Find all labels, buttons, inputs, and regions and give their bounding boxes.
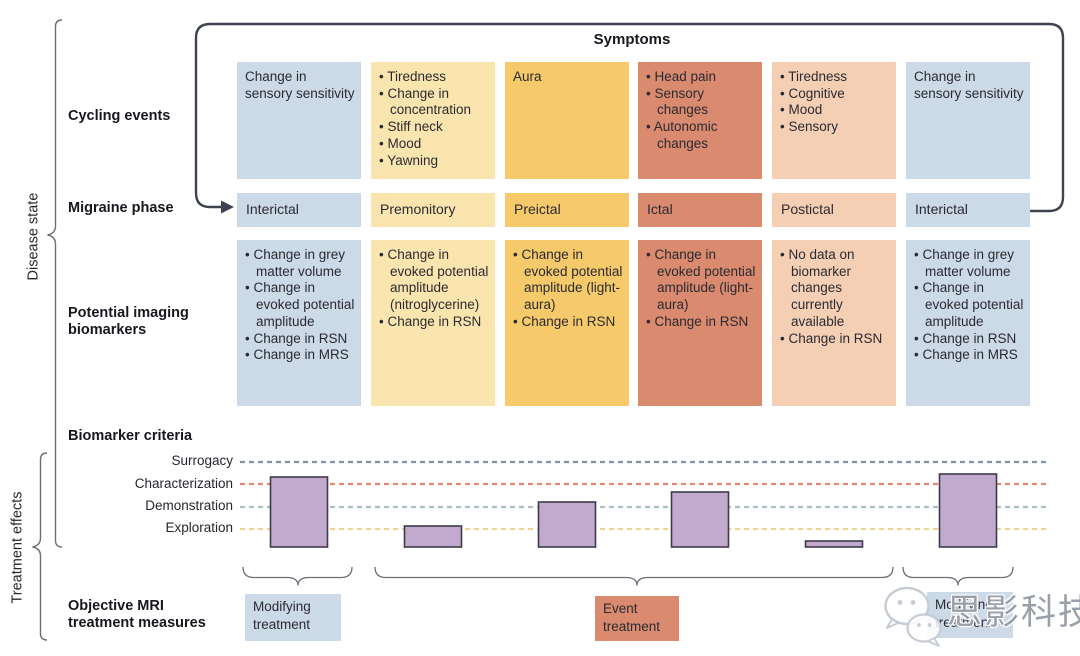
cycling-event-item: Mood [379, 136, 489, 153]
biomarker-item: Change in RSN [646, 314, 758, 331]
phase-box-premonitory: Premonitory [371, 193, 495, 227]
watermark: 思影科技 [876, 578, 1080, 656]
migraine-phase-label: Migraine phase [68, 200, 174, 216]
cycling-event-item: Yawning [379, 153, 489, 170]
potential-imaging-biomarkers-label: Potential imaging biomarkers [68, 305, 189, 339]
biomarker-criteria-chart [240, 460, 1046, 548]
cycling-event-item: Autonomic changes [646, 119, 756, 152]
treatment-effects-label: Treatment effects [9, 491, 26, 604]
cycling-events-box-interictal-left: Change in sensory sensitivity [237, 62, 361, 179]
symptoms-header: Symptoms [593, 31, 671, 48]
cycling-event-item: Sensory changes [646, 86, 756, 119]
biomarker-item: Change in MRS [914, 347, 1026, 364]
event-treatment-box: Event treatment [595, 596, 679, 641]
phase-box-interictal-left: Interictal [237, 193, 361, 227]
biomarker-item: Change in grey matter volume [245, 247, 357, 280]
biomarkers-box-preictal: Change in evoked potential amplitude (li… [505, 240, 629, 406]
biomarker-item: Change in evoked potential amplitude (li… [513, 247, 625, 314]
bar-preictal-2 [537, 501, 597, 548]
cycling-events-box-premonitory: TirednessChange in concentrationStiff ne… [371, 62, 495, 179]
biomarker-item: Change in grey matter volume [914, 247, 1026, 280]
biomarker-criteria-label: Biomarker criteria [68, 428, 193, 444]
bar-interictal-0 [269, 476, 329, 548]
biomarker-item: Change in RSN [245, 331, 357, 348]
biomarker-item: Change in RSN [780, 331, 892, 348]
cycling-event-item: Change in sensory sensitivity [914, 69, 1024, 101]
criteria-label-surrogacy: Surrogacy [171, 453, 233, 468]
cycling-event-item: Stiff neck [379, 119, 489, 136]
cycling-events-box-preictal: Aura [505, 62, 629, 179]
cycling-event-item: Cognitive [780, 86, 890, 103]
cycling-events-box-interictal-right: Change in sensory sensitivity [906, 62, 1030, 179]
objective-mri-treatment-measures-label: Objective MRI treatment measures [68, 598, 206, 632]
biomarkers-box-interictal-left: Change in grey matter volumeChange in ev… [237, 240, 361, 406]
cycling-event-item: Head pain [646, 69, 756, 86]
modifying-treatment-box-left: Modifying treatment [245, 594, 341, 641]
biomarkers-box-interictal-right: Change in grey matter volumeChange in ev… [906, 240, 1030, 406]
phase-box-postictal: Postictal [772, 193, 896, 227]
biomarkers-box-postictal: No data on biomarker changes currently a… [772, 240, 896, 406]
biomarker-item: Change in evoked potential amplitude (li… [646, 247, 758, 314]
bar-postictal-4 [804, 540, 864, 548]
modifying-treatment-box-right: Modifying treatment [927, 592, 1013, 638]
watermark-text: 思影科技 [947, 593, 1080, 632]
biomarker-item: Change in RSN [379, 314, 491, 331]
wechat-icon [884, 586, 942, 647]
criteria-label-demonstration: Demonstration [145, 498, 233, 513]
bar-premonitory-1 [403, 525, 463, 548]
biomarker-item: Change in evoked potential amplitude [914, 280, 1026, 330]
cycling-event-item: Tiredness [780, 69, 890, 86]
phase-box-ictal: Ictal [638, 193, 762, 227]
phase-box-interictal-right: Interictal [906, 193, 1030, 227]
disease-state-label: Disease state [25, 192, 42, 281]
biomarker-item: Change in MRS [245, 347, 357, 364]
loop-arrowhead-icon [221, 200, 234, 214]
cycling-event-item: Change in sensory sensitivity [245, 69, 355, 101]
cycling-event-item: Sensory [780, 119, 890, 136]
cycling-event-item: Change in concentration [379, 86, 489, 119]
cycling-event-item: Aura [513, 69, 542, 84]
biomarker-item: Change in evoked potential amplitude (ni… [379, 247, 491, 314]
treatment-effects-brace [32, 452, 48, 641]
cycling-event-item: Tiredness [379, 69, 489, 86]
biomarker-item: Change in RSN [914, 331, 1026, 348]
biomarker-item: Change in evoked potential amplitude [245, 280, 357, 330]
bar-ictal-3 [670, 491, 730, 548]
event-treatment-brace [374, 566, 894, 586]
cycling-events-box-ictal: Head painSensory changesAutonomic change… [638, 62, 762, 179]
disease-state-brace [47, 19, 63, 548]
biomarker-item: Change in RSN [513, 314, 625, 331]
criteria-label-characterization: Characterization [134, 476, 233, 491]
cycling-event-item: Mood [780, 102, 890, 119]
criteria-label-exploration: Exploration [165, 520, 233, 535]
bar-interictal-5 [938, 473, 998, 548]
biomarkers-box-ictal: Change in evoked potential amplitude (li… [638, 240, 762, 406]
phase-box-preictal: Preictal [505, 193, 629, 227]
biomarker-item: No data on biomarker changes currently a… [780, 247, 892, 331]
cycling-events-box-postictal: TirednessCognitiveMoodSensory [772, 62, 896, 179]
cycling-events-label: Cycling events [68, 108, 171, 124]
modifying-treatment-brace [242, 566, 353, 586]
biomarkers-box-premonitory: Change in evoked potential amplitude (ni… [371, 240, 495, 406]
